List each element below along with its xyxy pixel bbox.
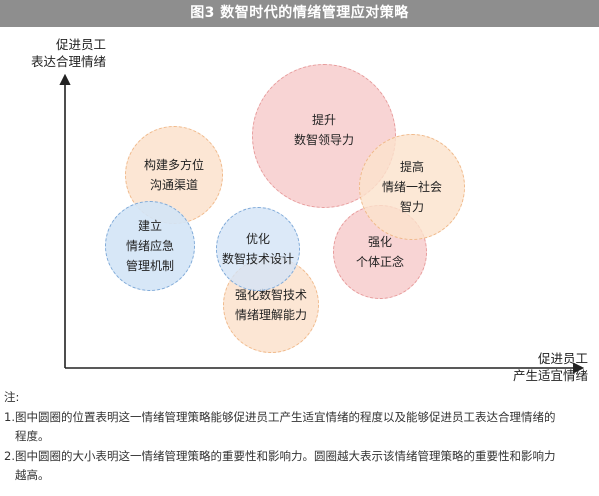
notes-heading: 注: — [4, 390, 20, 404]
bubble-label: 强化 个体正念 — [355, 235, 404, 269]
bubble-leadership: 提升 数智领导力 — [252, 64, 396, 208]
note-1-line-1: 1.图中圆圈的位置表明这一情绪管理策略能够促进员工产生适宜情绪的程度以及能够促进… — [4, 409, 556, 424]
notes: 注: 1.图中圆圈的位置表明这一情绪管理策略能够促进员工产生适宜情绪的程度以及能… — [4, 388, 596, 486]
note-1-line-2: 程度。 — [15, 429, 50, 443]
figure-title: 图3 数智时代的情绪管理应对策略 — [0, 0, 599, 27]
bubble-label: 优化 数智技术设计 — [221, 232, 294, 266]
bubble-label: 提升 数智领导力 — [293, 113, 354, 147]
x-axis-label: 促进员工 产生适宜情绪 — [512, 351, 588, 383]
note-2-line-1: 2.图中圆圈的大小表明这一情绪管理策略的重要性和影响力。圆圈越大表示该情绪管理策… — [4, 448, 556, 463]
y-axis-label: 促进员工 表达合理情绪 — [30, 37, 106, 69]
bubble-label: 强化数智技术 情绪理解能力 — [234, 288, 307, 322]
bubble-emotional-social-intelligence: 提高 情绪一社会 智力 — [359, 134, 465, 240]
bubble-label: 构建多方位 沟通渠道 — [143, 158, 204, 192]
bubble-technology-design: 优化 数智技术设计 — [216, 207, 300, 291]
bubble-emergency-mechanism: 建立 情绪应急 管理机制 — [105, 201, 195, 291]
note-2-line-2: 越高。 — [15, 468, 50, 482]
bubble-label: 建立 情绪应急 管理机制 — [125, 219, 174, 273]
bubble-label: 提高 情绪一社会 智力 — [381, 160, 442, 214]
